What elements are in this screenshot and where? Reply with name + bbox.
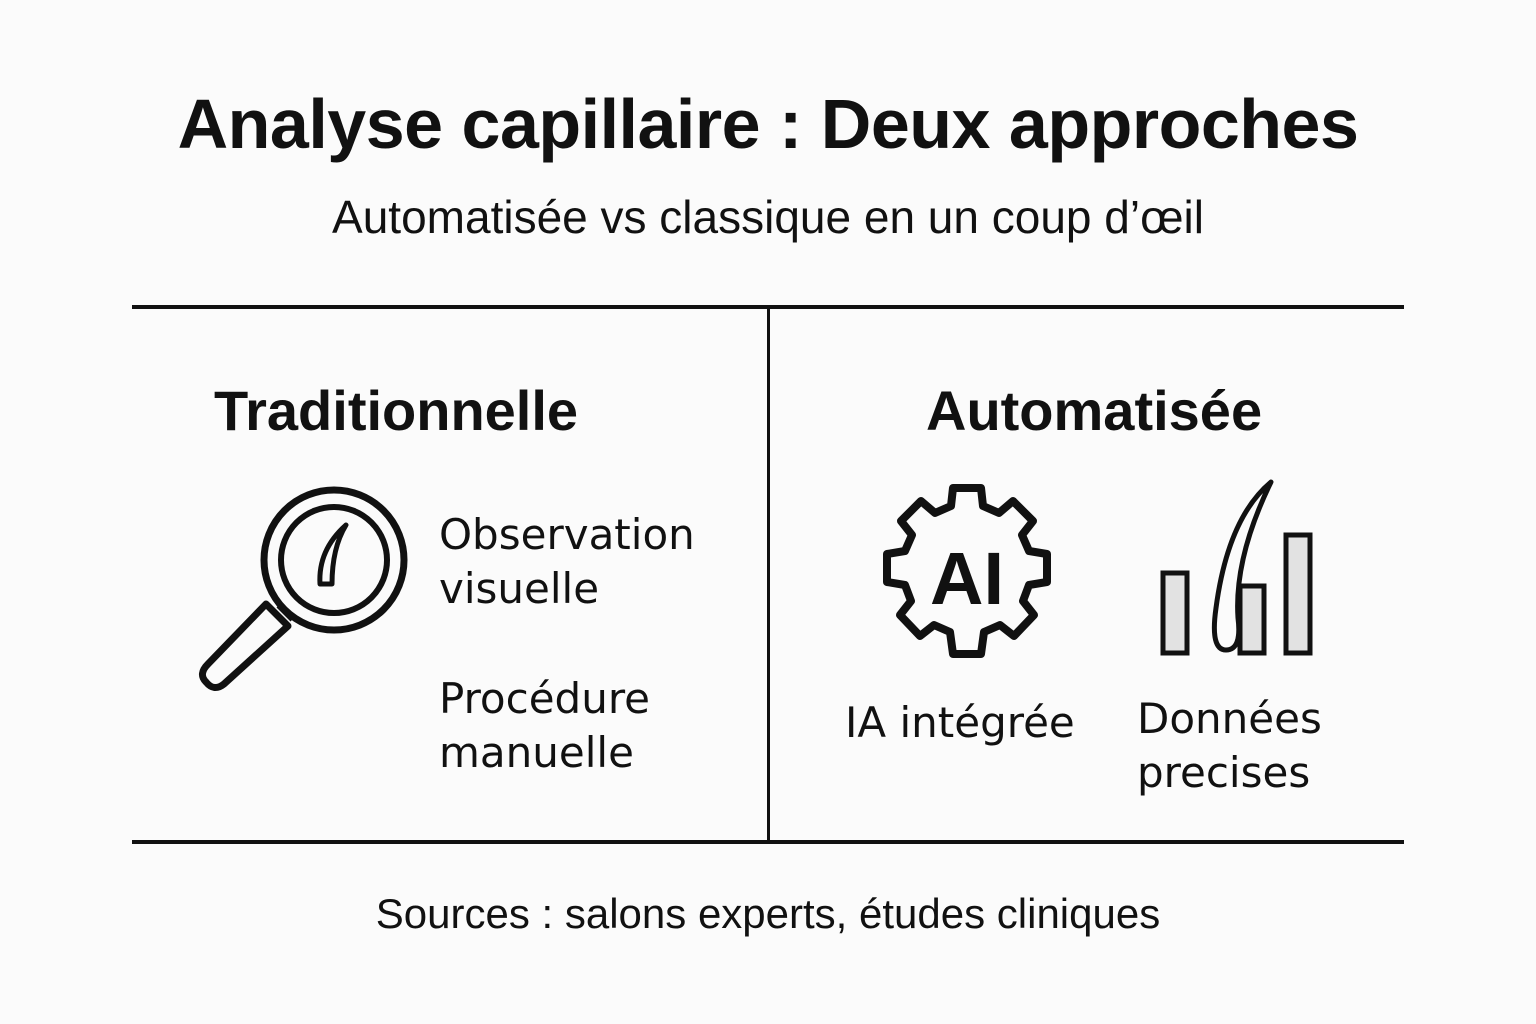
page-title: Analyse capillaire : Deux approches [177, 85, 1359, 163]
automated-heading: Automatisée [926, 379, 1263, 442]
magnifier-hair-icon [199, 486, 408, 691]
ai-gear-icon: AI [883, 484, 1051, 658]
top-divider [132, 305, 1404, 309]
bottom-divider [132, 840, 1404, 844]
ai-gear-text: AI [930, 537, 1004, 620]
observation-visuelle-label: Observation visuelle [439, 510, 695, 613]
traditional-heading: Traditionnelle [214, 379, 579, 442]
sources-footer: Sources : salons experts, études cliniqu… [375, 890, 1161, 937]
hair-bar-chart-icon [1160, 479, 1313, 656]
donnees-precises-label: Données precises [1137, 694, 1322, 797]
column-divider [767, 308, 770, 842]
page-subtitle: Automatisée vs classique en un coup d’œi… [332, 191, 1204, 243]
ia-integree-label: IA intégrée [845, 698, 1075, 747]
procedure-manuelle-label: Procédure manuelle [439, 674, 651, 777]
